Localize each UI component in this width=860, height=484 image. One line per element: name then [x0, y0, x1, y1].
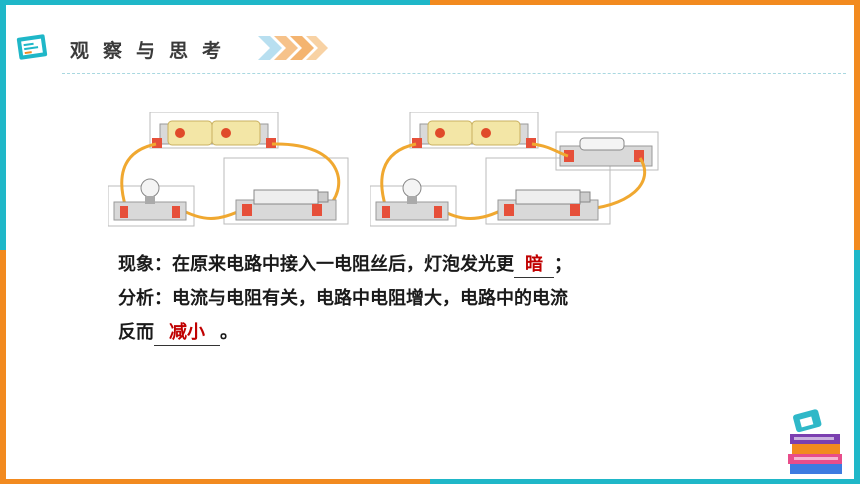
phenomenon-text: 现象：在原来电路中接入一电阻丝后，灯泡发光更: [118, 254, 514, 275]
answer-blank-darker: 暗: [514, 253, 554, 278]
answer-blank-decrease: 减小: [154, 321, 220, 346]
left-accent-bar-orange: [0, 250, 6, 484]
conclusion-suffix: 。: [220, 322, 238, 343]
conclusion-line: 反而减小。: [118, 316, 678, 350]
top-accent-bar-orange: [430, 0, 860, 5]
top-accent-bar-teal: [0, 0, 430, 5]
right-accent-bar-orange: [854, 0, 860, 250]
phenomenon-line: 现象：在原来电路中接入一电阻丝后，灯泡发光更暗；: [118, 248, 678, 282]
left-accent-bar-teal: [0, 0, 6, 250]
observation-text: 现象：在原来电路中接入一电阻丝后，灯泡发光更暗； 分析：电流与电阻有关，电路中电…: [118, 248, 678, 350]
bottom-accent-bar-orange: [0, 479, 430, 484]
bottom-accent-bar-teal: [430, 479, 860, 484]
section-title: 观察与思考: [70, 40, 236, 62]
circuit-diagram-original: [107, 111, 358, 232]
analysis-line: 分析：电流与电阻有关，电路中电阻增大，电路中的电流: [118, 288, 568, 309]
right-accent-bar-teal: [854, 250, 860, 484]
presentation-board-icon: [14, 30, 52, 66]
conclusion-prefix: 反而: [118, 322, 154, 343]
header-divider: [62, 73, 846, 74]
phenomenon-suffix: ；: [554, 254, 572, 275]
chevron-arrows-icon: [258, 32, 330, 64]
circuit-diagram-with-resistor: [369, 111, 662, 232]
books-stack-icon: [786, 404, 848, 476]
